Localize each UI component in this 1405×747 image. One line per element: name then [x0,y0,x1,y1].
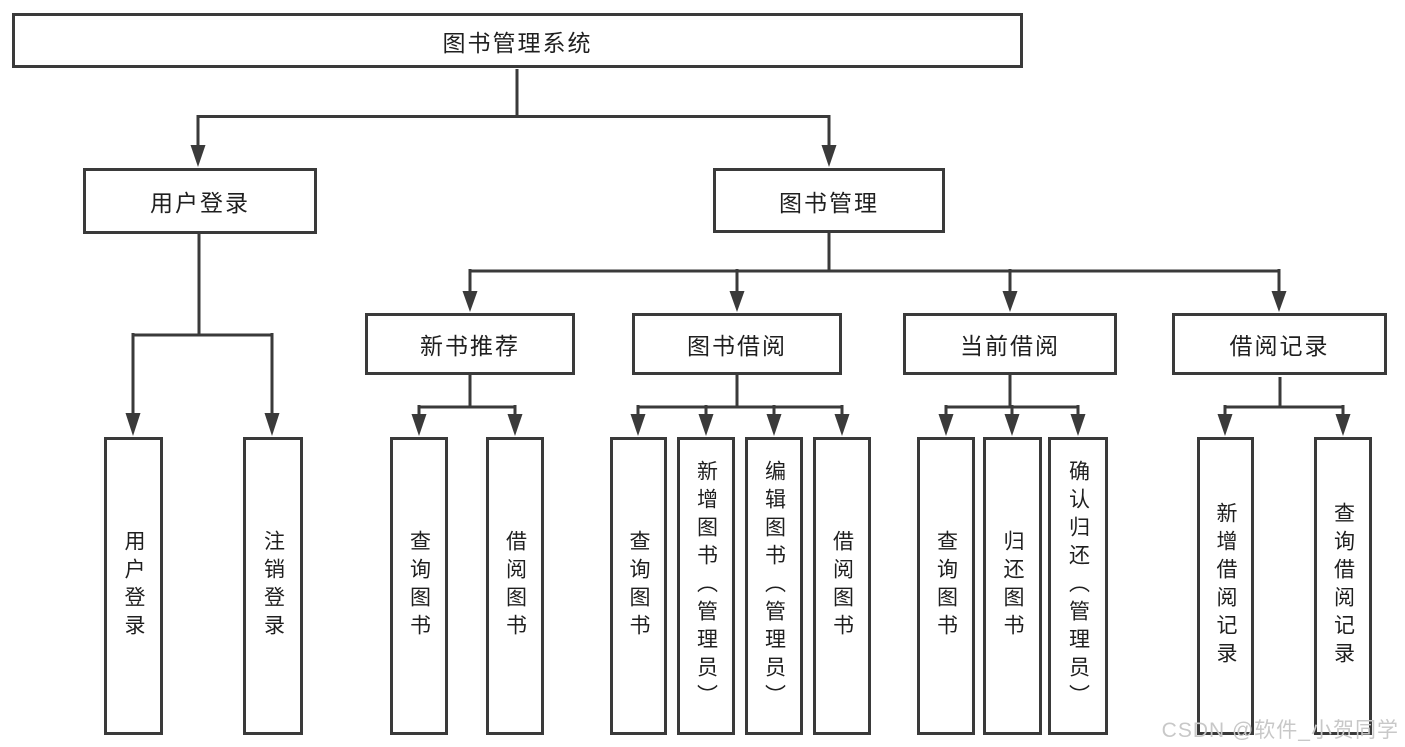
leaf-logout: 注销登录 [243,437,303,735]
arrow-down-icon [834,414,850,436]
node-book-mgmt: 图书管理 [713,168,945,233]
arrow-down-icon [125,413,141,436]
leaf-borrow-edit-label: 编辑图书（管理员） [762,460,786,712]
leaf-logout-label: 注销登录 [261,530,285,642]
arrow-down-icon [1004,414,1020,436]
arrow-down-icon [821,145,837,167]
arrow-down-icon [411,414,427,436]
leaf-records-query: 查询借阅记录 [1314,437,1372,735]
arrow-down-icon [1335,414,1351,436]
node-user-login-label: 用户登录 [150,190,250,216]
connector-new-books-fork [417,375,517,415]
node-current-borrow: 当前借阅 [903,313,1117,375]
leaf-new-books-query: 查询图书 [390,437,448,735]
leaf-borrow-book: 借阅图书 [813,437,871,735]
leaf-user-login-label: 用户登录 [122,530,145,642]
connector-current-borrow-fork [944,375,1080,415]
leaf-current-return-label: 归还图书 [1001,530,1024,642]
leaf-user-login: 用户登录 [104,437,163,735]
connector-root-fork [196,69,831,146]
arrow-down-icon [264,413,280,436]
node-borrow-records-label: 借阅记录 [1229,333,1330,359]
leaf-current-query-label: 查询图书 [934,530,958,642]
leaf-current-confirm-return-label: 确认归还（管理员） [1066,460,1090,712]
node-new-books: 新书推荐 [365,313,575,375]
leaf-borrow-query-label: 查询图书 [627,530,650,642]
leaf-current-return: 归还图书 [983,437,1042,735]
leaf-new-books-borrow: 借阅图书 [486,437,544,735]
connector-book-borrow-fork [636,375,844,415]
arrow-down-icon [766,414,782,436]
leaf-new-books-borrow-label: 借阅图书 [503,530,527,642]
connector-borrow-records-fork [1223,377,1345,415]
arrow-down-icon [190,145,206,167]
leaf-borrow-add-label: 新增图书（管理员） [694,460,718,712]
leaf-records-add-label: 新增借阅记录 [1214,502,1237,670]
arrow-down-icon [698,414,714,436]
node-current-borrow-label: 当前借阅 [960,333,1060,359]
arrow-down-icon [507,414,523,436]
arrow-down-icon [1271,291,1287,312]
leaf-borrow-add: 新增图书（管理员） [677,437,735,735]
leaf-records-query-label: 查询借阅记录 [1331,502,1355,670]
arrow-down-icon [1070,414,1086,436]
leaf-borrow-edit: 编辑图书（管理员） [745,437,803,735]
arrow-down-icon [729,291,745,312]
arrow-down-icon [1217,414,1233,436]
node-user-login: 用户登录 [83,168,317,234]
watermark: CSDN @软件_小贺同学 [1162,714,1399,744]
node-book-borrow-label: 图书借阅 [687,333,787,359]
leaf-borrow-book-label: 借阅图书 [830,530,854,642]
connector-user-login-fork [131,234,274,414]
leaf-records-add: 新增借阅记录 [1197,437,1254,735]
node-root: 图书管理系统 [12,13,1023,68]
node-book-mgmt-label: 图书管理 [779,189,879,216]
leaf-borrow-query: 查询图书 [610,437,667,735]
arrow-down-icon [938,414,954,436]
leaf-current-query: 查询图书 [917,437,975,735]
arrow-down-icon [462,291,478,312]
leaf-new-books-query-label: 查询图书 [407,530,431,642]
watermark-text: CSDN @软件_小贺同学 [1161,719,1399,742]
connector-book-mgmt-fork [468,233,1281,292]
node-book-borrow: 图书借阅 [632,313,842,375]
node-new-books-label: 新书推荐 [420,333,520,359]
node-borrow-records: 借阅记录 [1172,313,1387,375]
node-root-label: 图书管理系统 [442,29,593,56]
arrow-down-icon [630,414,646,436]
arrow-down-icon [1002,291,1018,312]
leaf-current-confirm-return: 确认归还（管理员） [1048,437,1108,735]
